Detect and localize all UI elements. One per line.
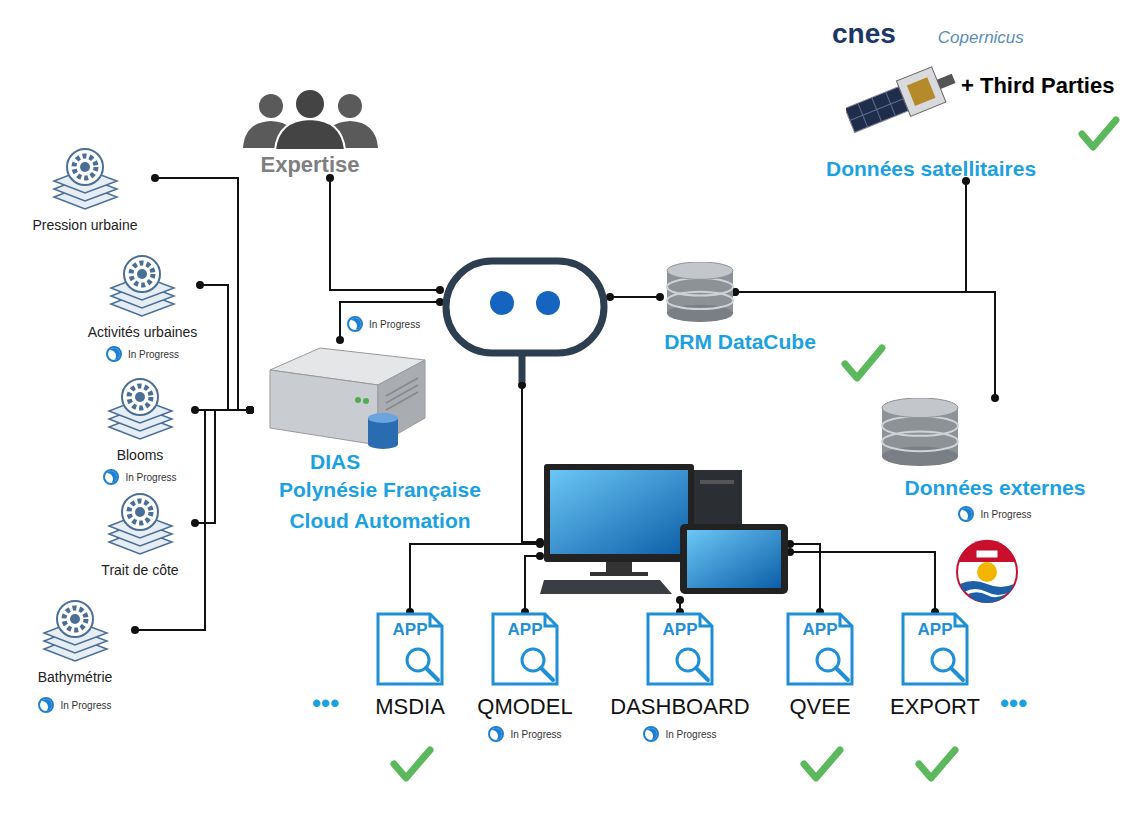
app-name: MSDIA [355, 694, 465, 720]
status-badge: In Progress [880, 506, 1110, 522]
app-tag: APP [770, 620, 870, 640]
connector-dot [246, 406, 254, 414]
connector [731, 177, 970, 296]
ellipsis-mark: ••• [312, 688, 339, 719]
app-name: QVEE [770, 694, 870, 720]
app-tag: APP [605, 620, 755, 640]
connector [406, 540, 544, 616]
connector-dot [676, 596, 684, 604]
status-badge: In Progress [470, 726, 580, 742]
node-title: DIAS [250, 450, 510, 474]
logo-text: Copernicus [938, 28, 1024, 48]
module-label: Blooms [85, 447, 195, 463]
node-title: Expertise [215, 152, 405, 178]
ellipsis-mark: ••• [1000, 688, 1027, 719]
connector-dot [336, 336, 344, 344]
app-tag: APP [355, 620, 465, 640]
app-module: APP MSDIA [355, 612, 465, 720]
connector-dot [191, 519, 199, 527]
connector-dot [606, 293, 614, 301]
dias-server-icon [260, 340, 430, 450]
analysis-module: Activités urbaines In Progress [85, 250, 200, 362]
status-badge: In Progress [347, 316, 420, 332]
status-badge: In Progress [85, 469, 195, 485]
connector-dot [246, 406, 254, 414]
analysis-module-icon [103, 373, 178, 443]
check-mark [804, 750, 840, 778]
satellite-data-icon [846, 50, 961, 145]
connector-dot [131, 626, 139, 634]
app-tag: APP [470, 620, 580, 640]
module-label: Bathymétrie [15, 669, 135, 685]
app-name: QMODEL [470, 694, 580, 720]
node-title: Données satellitaires [826, 157, 1126, 181]
workstation-icon [540, 462, 790, 600]
workstation [540, 462, 790, 600]
check-mark [394, 750, 430, 778]
status-badge: In Progress [15, 697, 135, 713]
external-data-icon [880, 398, 960, 468]
note-text: + Third Parties [961, 73, 1126, 99]
satellite-data: cnes Copernicus + Third PartiesDonnées sat… [826, 18, 1126, 181]
check-mark [1082, 120, 1116, 147]
node-title: DRM DataCube [660, 330, 820, 354]
datacube-db: DRM DataCube [660, 262, 820, 354]
analysis-module: Trait de côte [85, 488, 195, 578]
connector-dot [436, 286, 444, 294]
connector [606, 293, 664, 301]
node-title: Polynésie Française Cloud Automation [250, 474, 510, 536]
flag-logo [957, 540, 1017, 603]
node-title: Données externes [880, 476, 1110, 500]
connector-dot [191, 406, 199, 414]
status-badge: In Progress [605, 726, 755, 742]
connector-dot [246, 406, 254, 414]
module-label: Activités urbaines [85, 324, 200, 340]
connector-dot [536, 552, 544, 560]
analysis-module: Blooms In Progress [85, 373, 195, 485]
datacube-db-icon [665, 262, 735, 324]
connector [336, 298, 444, 344]
check-mark [919, 750, 955, 778]
connector [786, 548, 939, 616]
app-module: APP EXPORT [880, 612, 990, 720]
expertise-group-icon [223, 88, 398, 150]
connector-dot [518, 381, 526, 389]
connector [521, 552, 544, 616]
analysis-module: Pression urbaine [15, 143, 155, 233]
robot-hub-icon [440, 255, 610, 385]
status-badge: In Progress [85, 346, 200, 362]
app-name: EXPORT [880, 694, 990, 720]
robot-hub [440, 255, 610, 385]
connector [191, 406, 254, 527]
analysis-module-icon [38, 595, 113, 665]
connector-dot [246, 406, 254, 414]
connector-dot [656, 293, 664, 301]
app-module: APP DASHBOARD In Progress [605, 612, 755, 742]
analysis-module-icon [103, 488, 178, 558]
app-module: APP QMODEL In Progress [470, 612, 580, 742]
connector [518, 381, 544, 546]
connector-dot [991, 394, 999, 402]
connector-dot [536, 540, 544, 548]
analysis-module-icon [105, 250, 180, 320]
connector-dot [151, 174, 159, 182]
module-label: Trait de côte [85, 562, 195, 578]
check-mark [845, 348, 882, 378]
dias-server: DIASPolynésie Française Cloud Automation [250, 340, 510, 536]
app-module: APP QVEE [770, 612, 870, 720]
logo-text: cnes [832, 18, 896, 50]
app-name: DASHBOARD [605, 694, 755, 720]
analysis-module-icon [48, 143, 123, 213]
module-label: Pression urbaine [15, 217, 155, 233]
app-tag: APP [880, 620, 990, 640]
analysis-module: Bathymétrie In Progress [15, 595, 135, 713]
connector [326, 174, 444, 294]
connector-dot [196, 281, 204, 289]
connector [196, 281, 254, 414]
connector-dot [246, 406, 254, 414]
external-data: Données externes In Progress [880, 398, 1110, 522]
expertise-group: Expertise [215, 88, 405, 178]
